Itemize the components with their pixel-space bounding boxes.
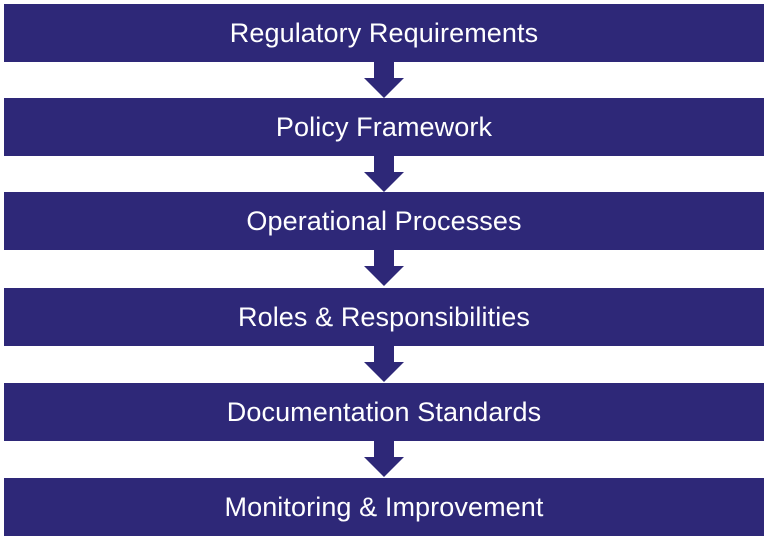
step-label: Monitoring & Improvement [224,491,544,522]
step-box-roles-responsibilities: Roles & Responsibilities [4,288,764,346]
down-arrow-icon [364,156,404,192]
step-box-operational-processes: Operational Processes [4,192,764,250]
down-arrow-icon [364,62,404,98]
step-box-monitoring-improvement: Monitoring & Improvement [4,478,764,536]
step-box-policy-framework: Policy Framework [4,98,764,156]
step-box-regulatory-requirements: Regulatory Requirements [4,4,764,62]
down-arrow-icon [364,250,404,286]
step-label: Policy Framework [275,111,493,142]
down-arrow-icon [364,441,404,477]
step-label: Documentation Standards [226,396,542,427]
down-arrow-icon [364,346,404,382]
step-label: Roles & Responsibilities [237,301,531,332]
step-box-documentation-standards: Documentation Standards [4,383,764,441]
step-label: Regulatory Requirements [229,17,539,48]
step-label: Operational Processes [246,205,522,236]
